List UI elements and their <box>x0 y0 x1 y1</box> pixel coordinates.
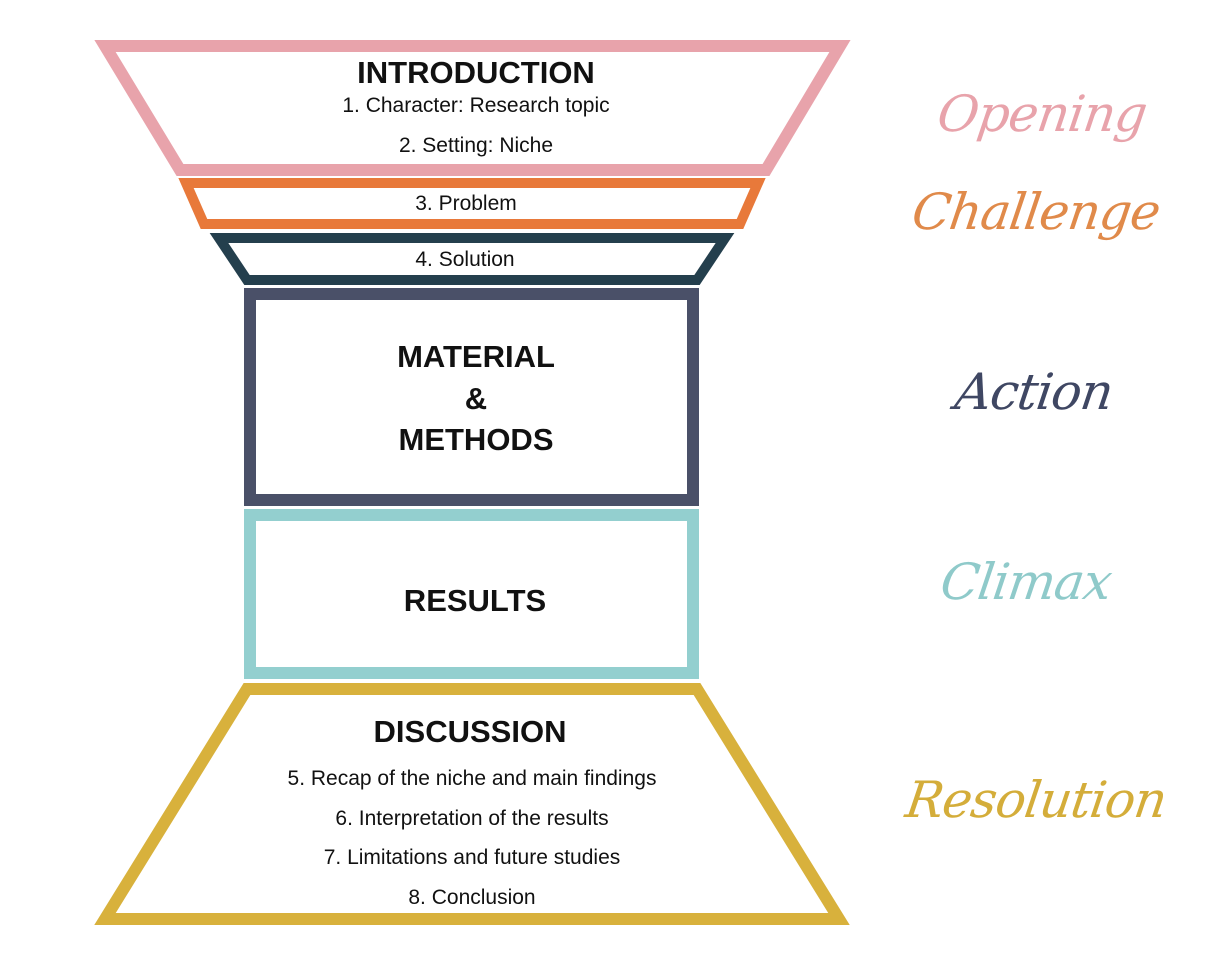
stage-resolution: Resolution <box>902 771 1170 829</box>
introduction-item-1: 1. Character: Research topic <box>342 94 610 117</box>
methods-title-line-1: MATERIAL <box>397 339 555 374</box>
methods-title-line-3: METHODS <box>398 422 554 457</box>
introduction-item-2: 2. Setting: Niche <box>398 134 554 157</box>
discussion-title: DISCUSSION <box>373 714 567 749</box>
discussion-item-1: 5. Recap of the niche and main findings <box>287 767 657 790</box>
introduction-title: INTRODUCTION <box>357 55 595 90</box>
stage-challenge: Challenge <box>908 183 1164 241</box>
discussion-item-2: 6. Interpretation of the results <box>335 807 609 830</box>
methods-box <box>244 288 699 506</box>
stage-opening: Opening <box>933 85 1151 143</box>
results-title: RESULTS <box>403 583 547 618</box>
results-box <box>244 509 699 679</box>
methods-title-line-2: & <box>464 381 488 416</box>
discussion-item-3: 7. Limitations and future studies <box>323 846 621 869</box>
problem-label: 3. Problem <box>415 192 517 215</box>
discussion-item-4: 8. Conclusion <box>408 886 536 909</box>
stage-action: Action <box>951 363 1117 421</box>
solution-label: 4. Solution <box>415 248 515 271</box>
problem-trapezoid <box>178 178 766 229</box>
introduction-trapezoid <box>94 40 851 176</box>
solution-trapezoid <box>209 233 735 285</box>
stage-climax: Climax <box>937 553 1115 611</box>
discussion-trapezoid <box>94 683 850 925</box>
